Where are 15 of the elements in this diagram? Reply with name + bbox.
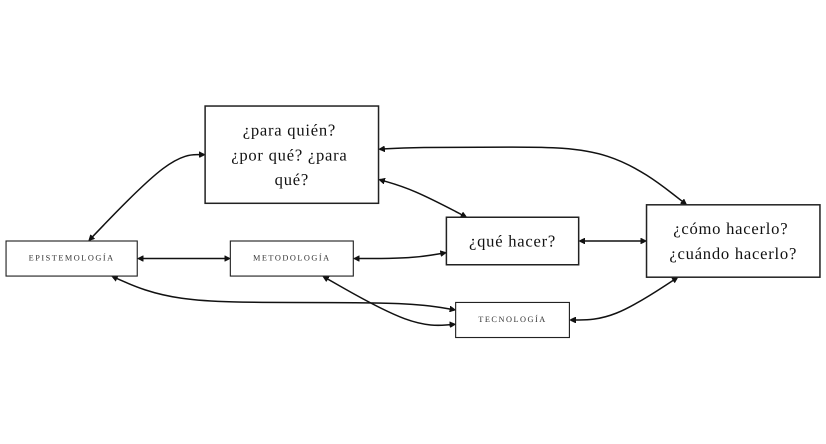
arrow: [322, 276, 456, 328]
arrow: [378, 178, 468, 218]
arrow: [88, 152, 206, 242]
arrow: [353, 250, 447, 262]
arrow: [569, 277, 678, 324]
arrow: [378, 146, 688, 206]
node-box: ¿cómo hacerlo? ¿cuándo hacerlo?: [646, 204, 821, 278]
node-box: ¿para quién? ¿por qué? ¿para qué?: [204, 106, 380, 204]
arrow: [137, 255, 231, 262]
arrow: [578, 238, 647, 245]
node-box: METODOLOGÍA: [230, 240, 354, 277]
arrow: [111, 276, 456, 312]
node-box: EPISTEMOLOGÍA: [5, 240, 138, 277]
node-box: ¿qué hacer?: [446, 216, 580, 266]
node-box: TECNOLOGÍA: [455, 302, 570, 338]
